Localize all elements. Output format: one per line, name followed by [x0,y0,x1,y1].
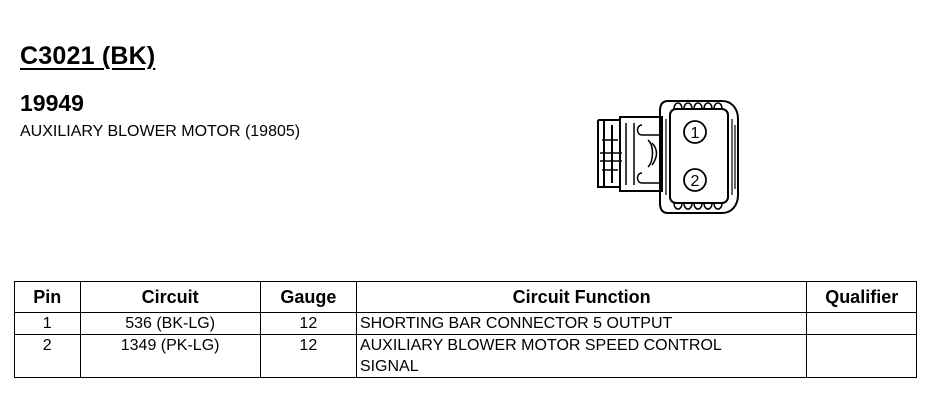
cell-pin: 2 [14,334,81,378]
connector-latch [597,119,620,188]
connector-neck [619,116,663,192]
connector-diagram: 1 2 [597,100,739,214]
part-number: 19949 [20,90,84,116]
pin-1-marker [683,120,707,144]
cell-circuit: 536 (BK-LG) [79,312,261,335]
circuit-function-line: SHORTING BAR CONNECTOR 5 OUTPUT [359,315,673,332]
cell-qualifier [806,334,917,378]
cell-pin: 1 [14,312,81,335]
cell-gauge: 12 [259,312,357,335]
cell-circuit-function: SHORTING BAR CONNECTOR 5 OUTPUT [355,312,808,335]
pin-1-label: 1 [691,125,700,142]
circuit-function-line: SIGNAL [359,358,419,375]
circuit-function-line: AUXILIARY BLOWER MOTOR SPEED CONTROL [359,337,722,354]
component-name: AUXILIARY BLOWER MOTOR (19805) [20,123,301,140]
column-header-circuit: Circuit [79,281,261,313]
table-row: 1 536 (BK-LG) 12 SHORTING BAR CONNECTOR … [14,312,917,335]
connector-face [669,108,729,204]
column-header-qualifier: Qualifier [806,281,917,313]
column-header-gauge: Gauge [259,281,357,313]
table-header-row: Pin Circuit Gauge Circuit Function Quali… [14,281,917,313]
pin-2-marker [683,168,707,192]
pin-2-label: 2 [691,173,700,190]
cell-qualifier [806,312,917,335]
table-row: 2 1349 (PK-LG) 12 AUXILIARY BLOWER MOTOR… [14,334,917,378]
column-header-pin: Pin [14,281,81,313]
cell-gauge: 12 [259,334,357,378]
cell-circuit-function: AUXILIARY BLOWER MOTOR SPEED CONTROL SIG… [355,334,808,378]
pin-table: Pin Circuit Gauge Circuit Function Quali… [14,281,917,378]
connector-housing [659,100,739,214]
column-header-circuit-function: Circuit Function [355,281,808,313]
cell-circuit: 1349 (PK-LG) [79,334,261,378]
connector-id: C3021 (BK) [20,42,156,70]
